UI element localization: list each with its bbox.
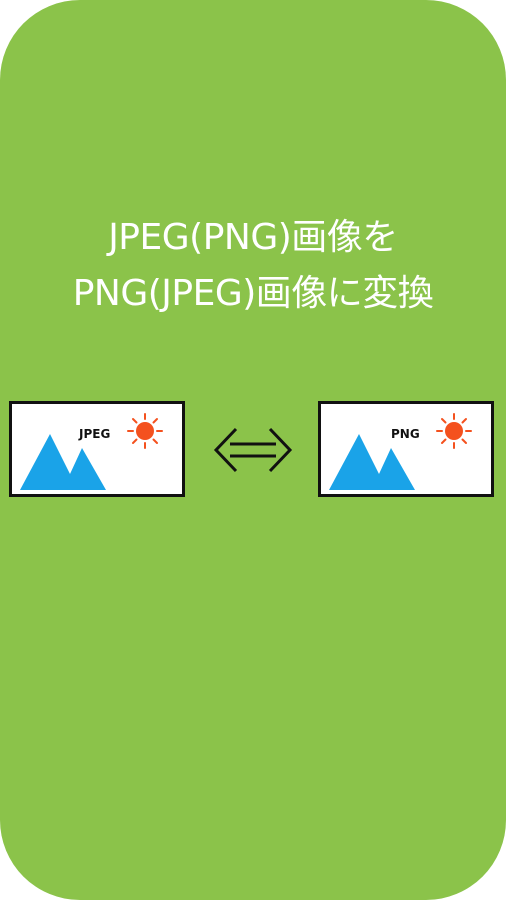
png-format-label: PNG bbox=[391, 427, 420, 441]
png-image-illustration: PNG bbox=[318, 401, 494, 497]
jpeg-format-label: JPEG bbox=[79, 427, 111, 441]
mountain-icon bbox=[20, 434, 106, 490]
double-arrow-icon bbox=[213, 427, 293, 473]
mountain-icon bbox=[329, 434, 415, 490]
sun-icon bbox=[127, 413, 163, 449]
headline-line-2: PNG(JPEG)画像に変換 bbox=[72, 273, 434, 314]
headline-line-1: JPEG(PNG)画像を bbox=[108, 217, 398, 258]
sun-icon bbox=[436, 413, 472, 449]
jpeg-image-illustration: JPEG bbox=[9, 401, 185, 497]
headline: JPEG(PNG)画像を PNG(JPEG)画像に変換 bbox=[0, 210, 506, 322]
